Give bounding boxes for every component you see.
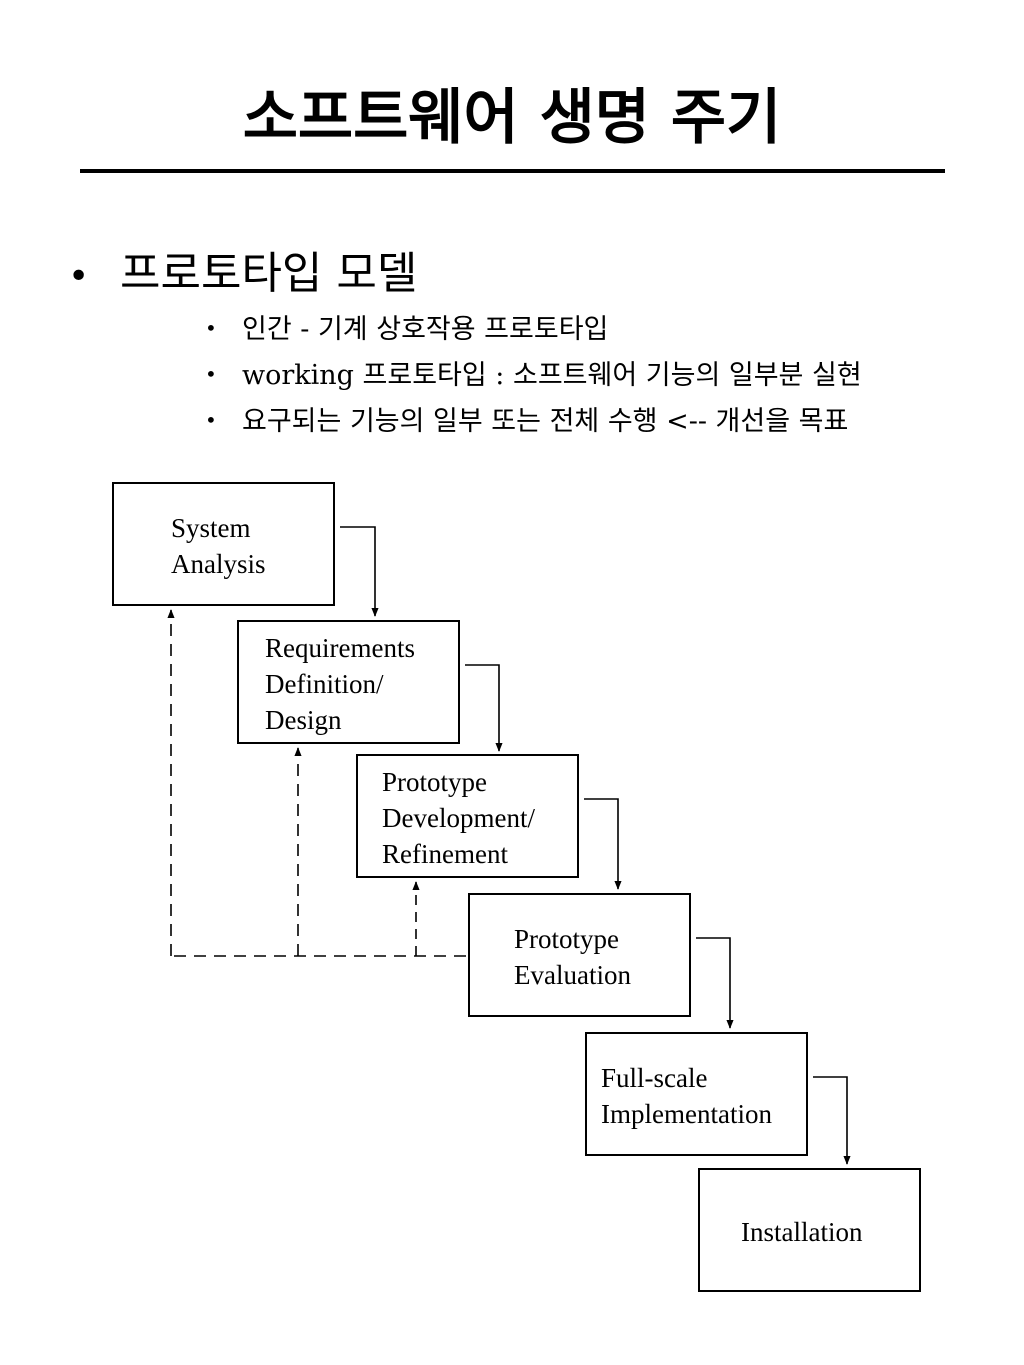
box-requirements-definition <box>237 620 460 744</box>
box-label-installation: Installation <box>741 1217 863 1247</box>
arrow-analysis-to-requirements <box>340 526 379 617</box>
list-item-text: 요구되는 기능의 일부 또는 전체 수행 <-- 개선을 목표 <box>242 406 849 437</box>
box-system-analysis <box>112 482 335 606</box>
arrow-development-to-evaluation <box>584 798 622 890</box>
list-item: • working 프로토타입 : 소프트웨어 기능의 일부분 실현 <box>205 352 862 398</box>
arrow-implementation-to-installation <box>813 1076 851 1165</box>
bullet-icon: • <box>205 362 217 386</box>
list-item-text: 인간 - 기계 상호작용 프로토타입 <box>242 314 609 345</box>
page-title: 소프트웨어 생명 주기 <box>242 83 782 153</box>
box-full-scale-implementation <box>585 1032 808 1156</box>
arrow-requirements-to-development <box>465 664 503 752</box>
list-item: • 요구되는 기능의 일부 또는 전체 수행 <-- 개선을 목표 <box>205 398 862 444</box>
section-heading: • 프로토타입 모델 <box>68 246 417 305</box>
box-installation <box>698 1168 921 1292</box>
bullet-icon: • <box>205 408 217 432</box>
section-heading-text: 프로토타입 모델 <box>120 248 418 299</box>
list-item: • 인간 - 기계 상호작용 프로토타입 <box>205 306 862 352</box>
sub-bullet-list: • 인간 - 기계 상호작용 프로토타입 • working 프로토타입 : 소프트… <box>205 306 862 444</box>
title-divider <box>80 169 945 173</box>
box-prototype-development <box>356 754 579 878</box>
box-prototype-evaluation <box>468 893 691 1017</box>
list-item-text: working 프로토타입 : 소프트웨어 기능의 일부분 실현 <box>242 360 862 391</box>
bullet-icon: • <box>205 316 217 340</box>
bullet-icon: • <box>68 256 90 297</box>
arrow-evaluation-to-implementation <box>696 937 734 1029</box>
